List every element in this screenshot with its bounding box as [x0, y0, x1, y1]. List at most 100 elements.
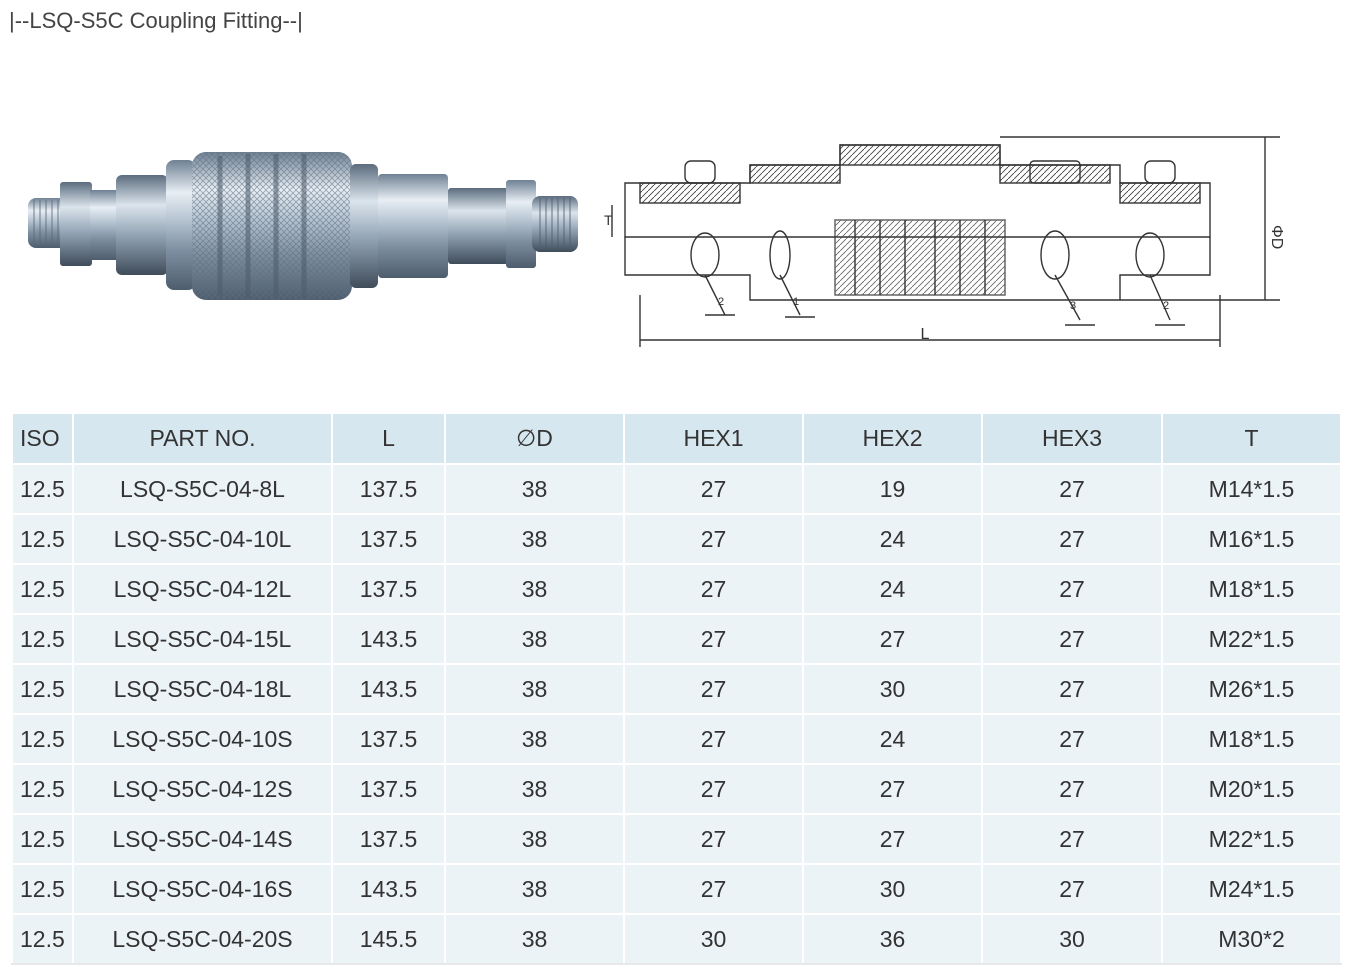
cell-d: 38	[444, 463, 625, 515]
cell-d: 38	[444, 513, 625, 565]
cell-hex2: 27	[802, 763, 983, 815]
cell-hex1: 27	[623, 613, 804, 665]
cell-d: 38	[444, 563, 625, 615]
cell-t: M20*1.5	[1161, 763, 1342, 815]
cell-hex1: 27	[623, 463, 804, 515]
table-header-row: ISO PART NO. L ∅D HEX1 HEX2 HEX3 T	[11, 412, 1342, 465]
dim-label-diameter: ΦD	[1268, 225, 1285, 249]
cell-hex1: 27	[623, 713, 804, 765]
cell-d: 38	[444, 813, 625, 865]
cell-iso: 12.5	[11, 913, 74, 965]
cell-iso: 12.5	[11, 613, 74, 665]
cell-part-no: LSQ-S5C-04-12L	[72, 563, 333, 615]
col-header-hex2: HEX2	[802, 412, 983, 465]
cell-hex3: 27	[981, 513, 1163, 565]
dim-label-thread: T	[604, 212, 613, 228]
cell-hex3: 27	[981, 663, 1163, 715]
callout-label: 1	[793, 296, 799, 308]
cell-hex1: 27	[623, 863, 804, 915]
cell-iso: 12.5	[11, 713, 74, 765]
cell-l: 145.5	[331, 913, 446, 965]
cell-hex2: 27	[802, 813, 983, 865]
cell-part-no: LSQ-S5C-04-10L	[72, 513, 333, 565]
cell-t: M14*1.5	[1161, 463, 1342, 515]
cell-part-no: LSQ-S5C-04-15L	[72, 613, 333, 665]
cell-hex1: 30	[623, 913, 804, 965]
col-header-t: T	[1161, 412, 1342, 465]
cell-hex3: 27	[981, 763, 1163, 815]
cell-hex2: 27	[802, 613, 983, 665]
cell-hex3: 27	[981, 813, 1163, 865]
cell-d: 38	[444, 913, 625, 965]
cell-part-no: LSQ-S5C-04-12S	[72, 763, 333, 815]
cell-hex3: 27	[981, 563, 1163, 615]
cell-d: 38	[444, 763, 625, 815]
cell-hex3: 27	[981, 613, 1163, 665]
cell-part-no: LSQ-S5C-04-16S	[72, 863, 333, 915]
cell-d: 38	[444, 663, 625, 715]
cell-part-no: LSQ-S5C-04-14S	[72, 813, 333, 865]
cell-hex3: 27	[981, 863, 1163, 915]
callout-label: 2	[1163, 300, 1169, 312]
cell-part-no: LSQ-S5C-04-18L	[72, 663, 333, 715]
cell-hex1: 27	[623, 813, 804, 865]
callout-label: 2	[718, 296, 724, 308]
cell-hex2: 19	[802, 463, 983, 515]
cell-hex1: 27	[623, 563, 804, 615]
col-header-iso: ISO	[11, 412, 74, 465]
cell-iso: 12.5	[11, 513, 74, 565]
cell-hex2: 24	[802, 513, 983, 565]
cell-d: 38	[444, 713, 625, 765]
cell-l: 143.5	[331, 863, 446, 915]
cell-t: M22*1.5	[1161, 613, 1342, 665]
cell-l: 143.5	[331, 663, 446, 715]
cell-hex3: 27	[981, 463, 1163, 515]
cell-l: 143.5	[331, 613, 446, 665]
cell-hex3: 30	[981, 913, 1163, 965]
cell-l: 137.5	[331, 763, 446, 815]
cell-l: 137.5	[331, 713, 446, 765]
cell-hex3: 27	[981, 713, 1163, 765]
cell-iso: 12.5	[11, 813, 74, 865]
cell-t: M22*1.5	[1161, 813, 1342, 865]
cell-l: 137.5	[331, 463, 446, 515]
col-header-part-no: PART NO.	[72, 412, 333, 465]
cell-hex1: 27	[623, 763, 804, 815]
col-header-d: ∅D	[444, 412, 625, 465]
cell-t: M18*1.5	[1161, 713, 1342, 765]
cell-iso: 12.5	[11, 863, 74, 915]
cell-d: 38	[444, 863, 625, 915]
cell-d: 38	[444, 613, 625, 665]
product-photo	[28, 152, 578, 300]
cell-hex2: 36	[802, 913, 983, 965]
cell-t: M24*1.5	[1161, 863, 1342, 915]
cell-hex2: 24	[802, 563, 983, 615]
cell-iso: 12.5	[11, 563, 74, 615]
col-header-hex3: HEX3	[981, 412, 1163, 465]
cell-l: 137.5	[331, 513, 446, 565]
cell-part-no: LSQ-S5C-04-10S	[72, 713, 333, 765]
dim-label-length: L	[921, 326, 930, 343]
cell-t: M26*1.5	[1161, 663, 1342, 715]
col-header-hex1: HEX1	[623, 412, 804, 465]
cell-part-no: LSQ-S5C-04-20S	[72, 913, 333, 965]
col-header-l: L	[331, 412, 446, 465]
cell-iso: 12.5	[11, 763, 74, 815]
cell-t: M18*1.5	[1161, 563, 1342, 615]
cell-part-no: LSQ-S5C-04-8L	[72, 463, 333, 515]
cell-l: 137.5	[331, 563, 446, 615]
cell-l: 137.5	[331, 813, 446, 865]
cell-iso: 12.5	[11, 463, 74, 515]
cell-t: M30*2	[1161, 913, 1342, 965]
